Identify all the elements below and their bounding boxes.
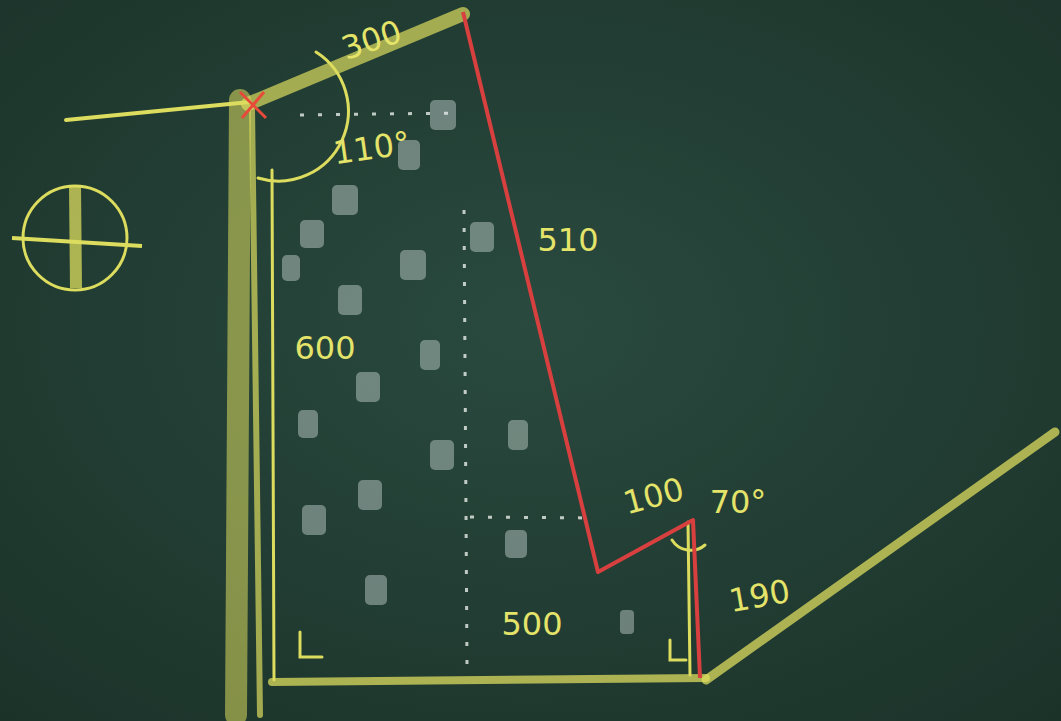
plot-outline bbox=[66, 14, 1055, 715]
north-symbol bbox=[12, 186, 142, 290]
corner-mark bbox=[240, 92, 266, 118]
red-boundary bbox=[463, 12, 700, 678]
chalk-dabs bbox=[282, 100, 634, 634]
dimension-label: 500 bbox=[501, 608, 562, 640]
dimension-label: 600 bbox=[294, 332, 355, 364]
dimension-label: 190 bbox=[727, 575, 793, 617]
dimension-label: 110° bbox=[332, 127, 413, 169]
dashed-guides bbox=[300, 113, 595, 665]
dimension-label: 510 bbox=[537, 224, 598, 256]
dimension-label: 70° bbox=[710, 486, 767, 518]
